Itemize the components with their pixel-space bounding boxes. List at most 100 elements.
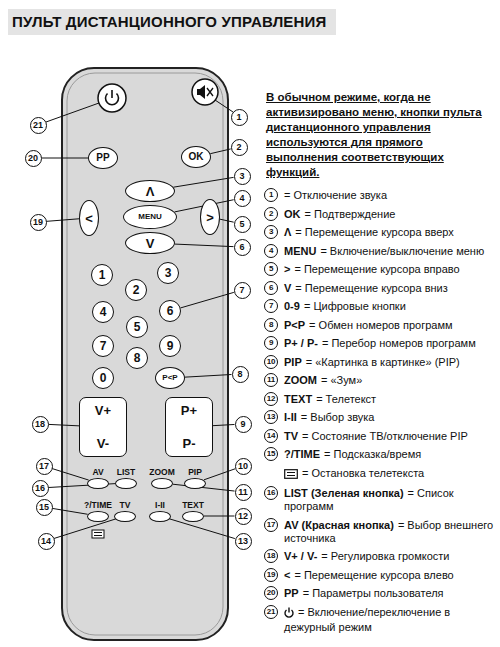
- callout-text: 18: [35, 420, 45, 429]
- button-label: PP: [96, 153, 109, 163]
- button-label: ZOOM: [149, 468, 175, 477]
- callout-number: 6: [234, 239, 251, 256]
- callout-number: 9: [235, 416, 252, 433]
- legend-row: 14TV= Состояние ТВ/отключение PIP: [264, 430, 496, 443]
- remote-button: 3: [157, 262, 179, 284]
- function-button: PIP: [184, 478, 206, 489]
- function-text: = Включение/выключение меню: [320, 245, 484, 257]
- callout-number: 20: [25, 150, 42, 167]
- teletext-stop-icon: [284, 469, 298, 482]
- key-name: P+ / P-: [284, 337, 318, 349]
- function-text: = Параметры пользователя: [303, 587, 444, 599]
- legend-row: 6V= Перемещение курсора вниз: [264, 282, 496, 295]
- button-label: 0: [100, 372, 107, 384]
- key-name: V: [284, 282, 291, 294]
- button-label: I-II: [155, 501, 165, 510]
- callout-number: 18: [32, 416, 49, 433]
- leader-line: [52, 469, 89, 481]
- button-label: LIST: [117, 468, 135, 477]
- key-name: V+ / V-: [284, 550, 317, 562]
- callout-text: 8: [237, 370, 242, 379]
- function-text: = Перемещение курсора вниз: [295, 282, 447, 294]
- function-text: = «Картинка в картинке» (PIP): [306, 356, 460, 368]
- function-button: ZOOM: [151, 478, 173, 489]
- callout-number: 8: [264, 318, 278, 332]
- callout-text: 9: [240, 420, 245, 429]
- key-name: Λ: [284, 226, 291, 238]
- leader-line: [54, 519, 116, 538]
- button-label: PIP: [188, 468, 202, 477]
- callout-number: 17: [36, 458, 53, 475]
- callout-number: 3: [264, 225, 278, 239]
- callout-text: 12: [238, 512, 248, 521]
- remote-button: >: [200, 199, 220, 235]
- callout-number: 19: [30, 214, 47, 231]
- callout-text: 5: [239, 220, 244, 229]
- callout-number: 20: [264, 586, 278, 600]
- callout-text: 14: [41, 537, 51, 546]
- key-name: ?/TIME: [284, 448, 320, 460]
- remote-button: OK: [181, 146, 211, 168]
- remote-button: 2: [125, 279, 147, 301]
- legend-row: 9 P+ / P- = Перебор номеров программ: [264, 337, 496, 350]
- key-name: ZOOM: [284, 374, 317, 386]
- key-name: AV (Красная кнопка): [284, 519, 394, 531]
- leader-line: [181, 292, 234, 308]
- remote-body: [62, 68, 228, 640]
- remote-button: PP: [88, 147, 118, 169]
- function-text: = Включение/переключение в дежурный режи…: [284, 606, 450, 633]
- callout-number: 4: [264, 244, 278, 258]
- power-button: [98, 84, 126, 112]
- remote-button: 5: [126, 316, 148, 338]
- button-label: 7: [100, 340, 107, 352]
- key-name: P<P: [284, 319, 305, 331]
- button-label: P-: [183, 437, 196, 450]
- function-text: = Регулировка громкости: [321, 550, 449, 562]
- key-name: PP: [284, 587, 299, 599]
- callout-text: 15: [39, 503, 49, 512]
- key-name: 0-9: [284, 300, 300, 312]
- callout-number: 18: [264, 549, 278, 563]
- callout-number: 16: [32, 480, 49, 497]
- function-text: = Перебор номеров программ: [322, 337, 476, 349]
- function-text: = Подтверждение: [305, 208, 396, 220]
- callout-text: 2: [236, 143, 241, 152]
- leader-line: [213, 424, 235, 425]
- leader-line: [48, 424, 79, 425]
- callout-number: 12: [235, 508, 252, 525]
- function-text: = Состояние ТВ/отключение PIP: [302, 430, 468, 442]
- button-label: MENU: [138, 213, 162, 221]
- callout-number: 21: [264, 605, 278, 619]
- callout-number: 11: [235, 484, 252, 501]
- button-label: V-: [97, 437, 109, 450]
- callout-number: 10: [235, 458, 252, 475]
- legend-row: 21 = Включение/переключение в дежурный ре…: [264, 606, 496, 634]
- leader-line: [175, 244, 234, 247]
- power-icon: [284, 607, 294, 621]
- callout-text: 4: [239, 194, 244, 203]
- button-label: ?/TIME: [84, 501, 112, 510]
- legend-row: = Остановка телетекста: [264, 467, 496, 482]
- key-name: OK: [284, 208, 301, 220]
- button-label: 3: [165, 267, 172, 279]
- callout-text: 6: [239, 243, 244, 252]
- function-button: TEXT: [182, 511, 204, 522]
- function-text: = Отключение звука: [284, 189, 387, 201]
- callout-number: 9: [264, 336, 278, 350]
- callout-text: 17: [39, 462, 49, 471]
- remote-bevel: [67, 73, 223, 635]
- button-label: 6: [167, 305, 174, 317]
- rocker-key: V+V-: [79, 397, 127, 457]
- function-button: LIST: [115, 478, 137, 489]
- legend-row: 15?/TIME= Подсказка/время: [264, 448, 496, 461]
- function-text: = Остановка телетекста: [302, 467, 424, 479]
- callout-number: 19: [264, 568, 278, 582]
- leader-line: [185, 374, 232, 377]
- callout-text: 7: [239, 286, 244, 295]
- function-text: = Выбор звука: [301, 411, 375, 423]
- teletext-stop-icon: [94, 533, 102, 536]
- button-label: V: [146, 237, 155, 250]
- callout-text: 16: [35, 484, 45, 493]
- button-label: P<P: [162, 374, 177, 382]
- leader-line: [46, 103, 99, 122]
